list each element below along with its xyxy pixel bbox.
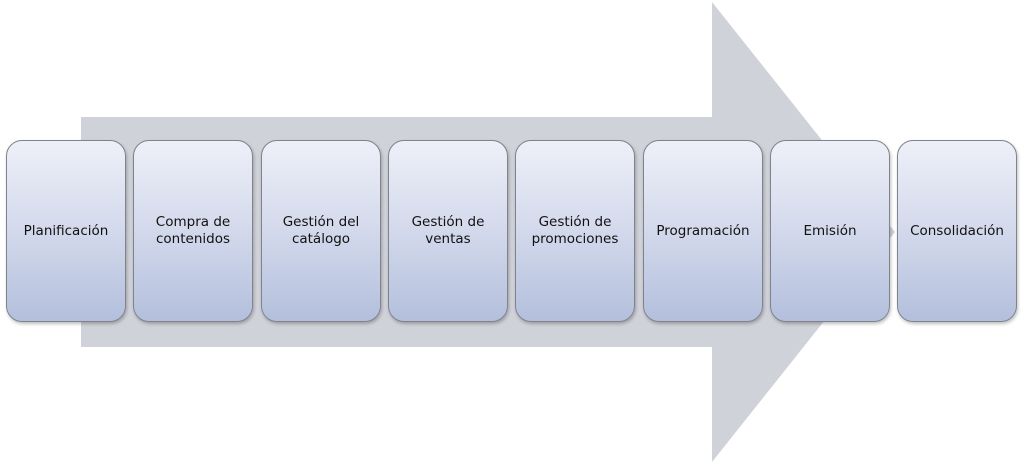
step-label: Emisión bbox=[803, 222, 857, 239]
step-gestion-catalogo: Gestión del catálogo bbox=[261, 140, 381, 322]
step-label: Gestión de promociones bbox=[531, 214, 619, 247]
step-gestion-promociones: Gestión de promociones bbox=[515, 140, 635, 322]
step-label: Programación bbox=[656, 222, 750, 239]
step-planificacion: Planificación bbox=[6, 140, 126, 322]
step-programacion: Programación bbox=[643, 140, 763, 322]
step-label: Planificación bbox=[23, 222, 109, 239]
step-consolidacion: Consolidación bbox=[897, 140, 1017, 322]
step-gestion-ventas: Gestión de ventas bbox=[388, 140, 508, 322]
step-emision: Emisión bbox=[770, 140, 890, 322]
step-compra-contenidos: Compra de contenidos bbox=[133, 140, 253, 322]
step-label: Consolidación bbox=[910, 222, 1004, 239]
step-label: Gestión de ventas bbox=[411, 214, 485, 247]
step-label: Compra de contenidos bbox=[155, 214, 231, 247]
step-label: Gestión del catálogo bbox=[282, 214, 360, 247]
